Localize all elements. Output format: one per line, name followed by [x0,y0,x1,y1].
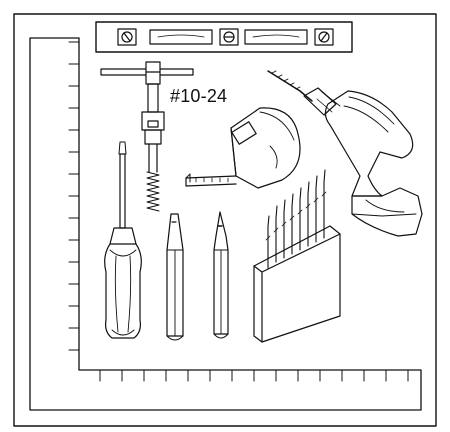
tape-measure [185,107,301,189]
tap-size-label: #10-24 [170,86,228,106]
screwdriver [104,141,142,339]
outer-frame [13,13,437,427]
cordless-drill [267,70,423,237]
ruler [29,37,422,411]
carpenter-pencil [166,213,184,341]
drill-bit-set [253,169,341,343]
ruler-horizontal-ticks [99,369,409,382]
pencil [213,211,229,339]
ruler-vertical-ticks [68,41,80,351]
spirit-level [95,21,353,53]
tap-wrench [100,61,194,212]
